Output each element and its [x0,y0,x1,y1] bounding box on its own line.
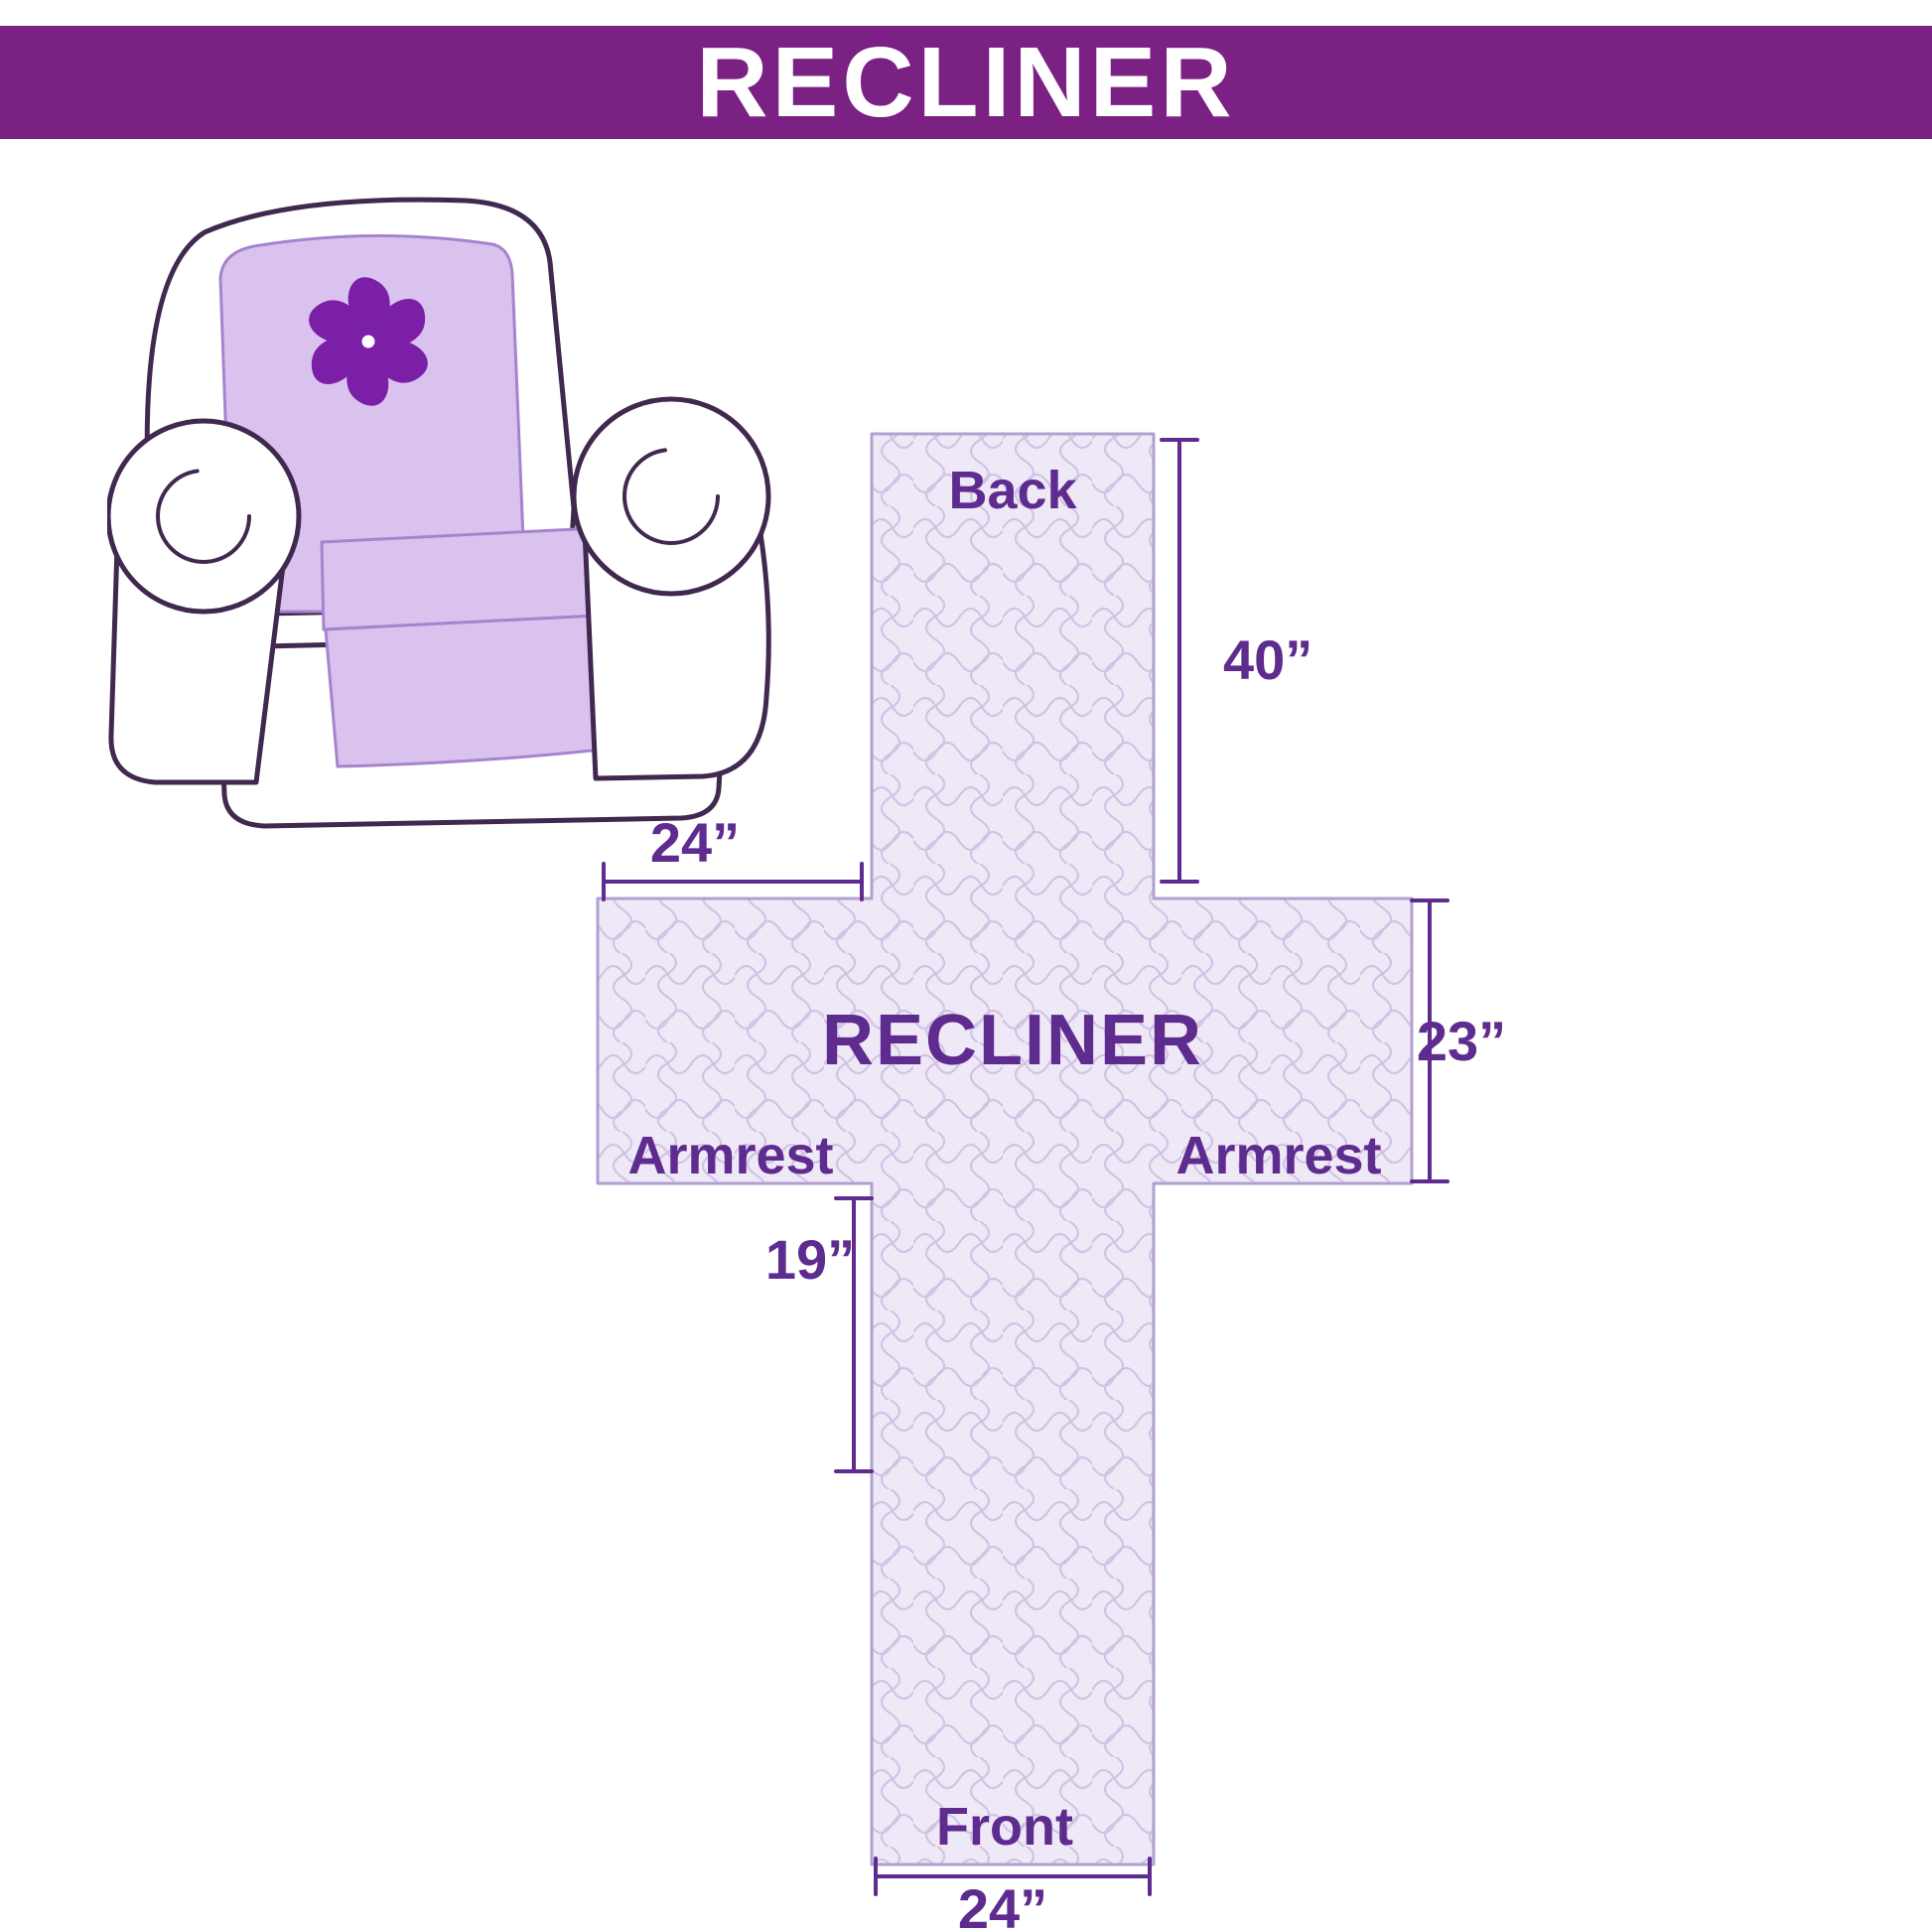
label-back: Back [948,461,1077,520]
label-armrest-left: Armrest [627,1126,833,1185]
chair-right-arm [571,396,771,781]
dim-line-armrest-side-height [1410,898,1449,1183]
pinwheel-icon [309,277,428,406]
cover-dimension-diagram: Back RECLINER Armrest Armrest Front [596,432,1506,1932]
dim-line-back-height [1160,438,1199,884]
dim-label-armrest-side-height: 23” [1417,1010,1506,1072]
cover-cross-shape [596,432,1414,1866]
dim-label-back-height: 40” [1223,628,1312,691]
dim-line-front-left-height [834,1196,874,1473]
dim-line-front-bottom-width [874,1857,1152,1896]
recliner-illustration [107,197,771,829]
dim-label-front-left-height: 19” [765,1228,855,1291]
dimension-diagram-container: Back RECLINER Armrest Armrest Front [556,417,1529,1932]
page-title: RECLINER [696,27,1236,138]
dim-line-armrest-top-width [602,862,864,901]
chair-illustration-container [107,181,802,836]
label-recliner-center: RECLINER [822,1001,1203,1080]
dim-label-armrest-top-width: 24” [650,811,740,874]
label-front: Front [936,1797,1073,1857]
label-armrest-right: Armrest [1175,1126,1381,1185]
dim-label-front-bottom-width: 24” [958,1877,1047,1932]
chair-left-arm [107,418,302,785]
header-banner: RECLINER [0,26,1932,139]
